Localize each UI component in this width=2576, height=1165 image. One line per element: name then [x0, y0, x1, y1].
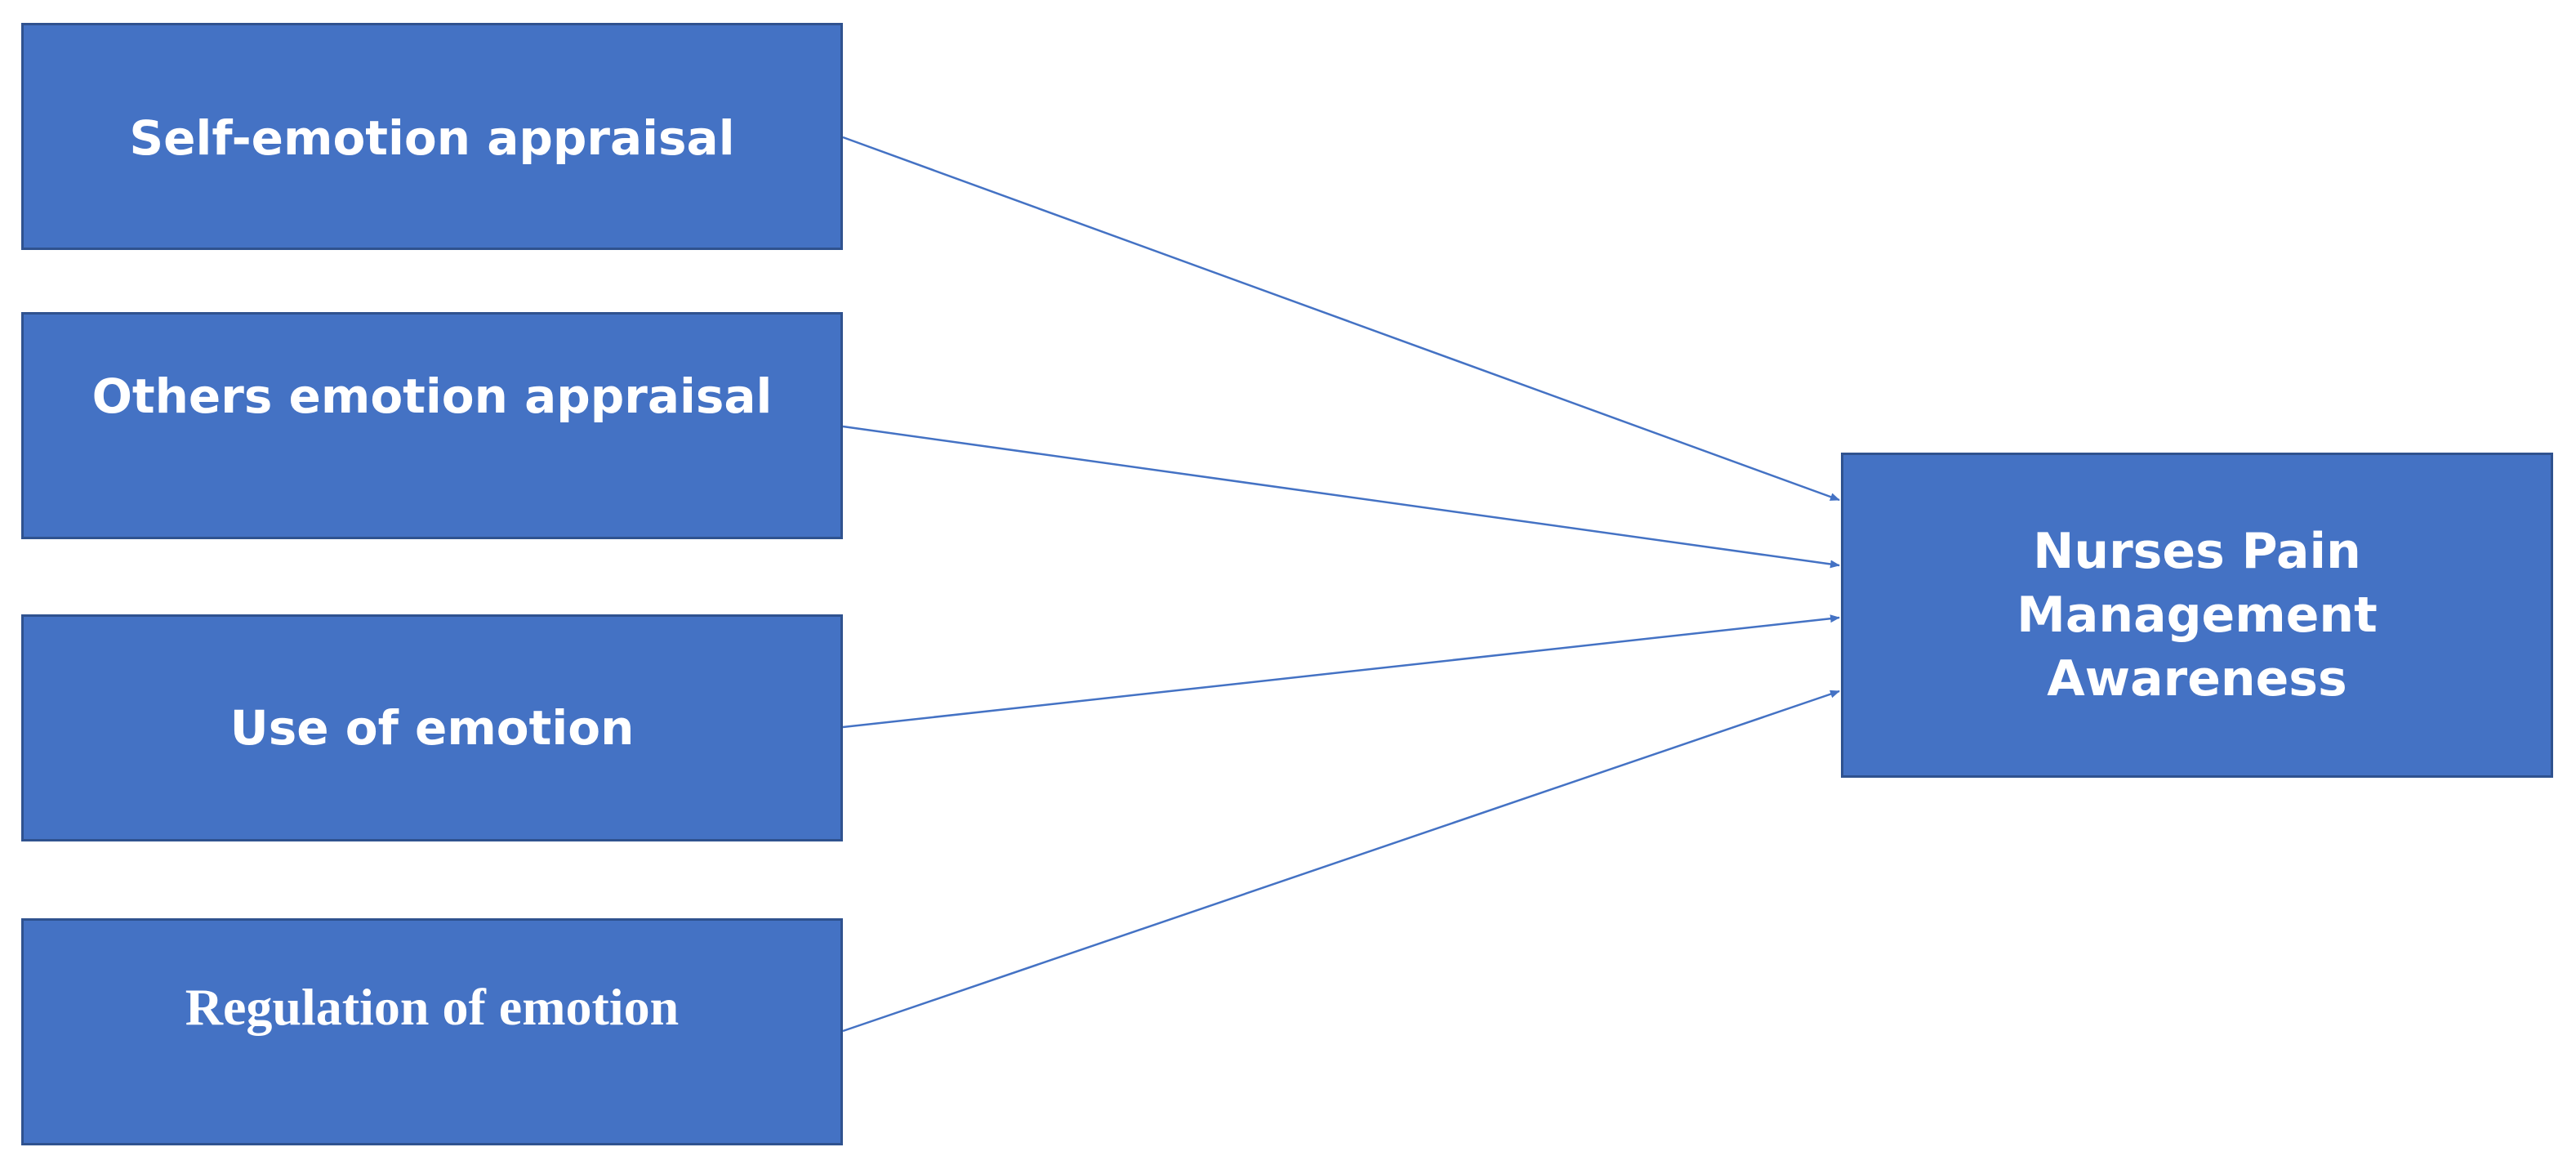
node-self-emotion-appraisal: Self-emotion appraisal: [21, 23, 843, 250]
arrow-regulation-to-target: [842, 690, 1840, 1033]
node-label: Regulation of emotion: [185, 978, 680, 1036]
node-others-emotion-appraisal: Others emotion appraisal: [21, 312, 843, 539]
node-label: Use of emotion: [230, 699, 635, 756]
arrow-self-to-target: [842, 136, 1840, 502]
node-label: Self-emotion appraisal: [129, 110, 735, 166]
node-label: Others emotion appraisal: [91, 368, 773, 424]
node-use-of-emotion: Use of emotion: [21, 614, 843, 841]
node-nurses-pain-management-awareness: Nurses Pain Management Awareness: [1841, 453, 2553, 778]
node-label: Nurses Pain Management Awareness: [2017, 523, 2378, 707]
node-regulation-of-emotion: Regulation of emotion: [21, 918, 843, 1145]
arrow-others-to-target: [842, 425, 1840, 569]
arrow-use-to-target: [842, 614, 1840, 729]
